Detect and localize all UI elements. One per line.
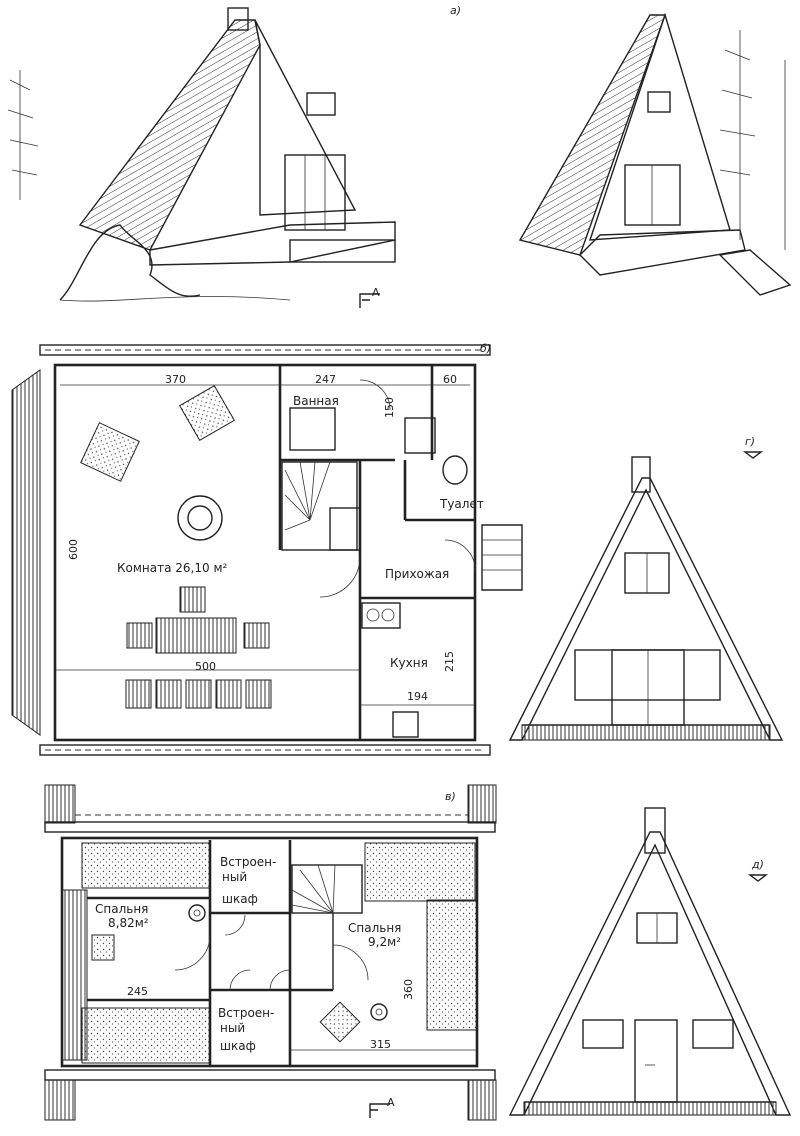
room-area-bedroom-2: 9,2м² [368,935,401,949]
ground-floor-plan: б) [11,342,523,756]
ground-line [59,296,291,302]
section-mark [369,1103,390,1118]
steps [718,249,792,296]
figure-label-d: д) [751,858,764,871]
perspective-view-right [518,12,792,296]
figure-label-v: в) [445,790,456,803]
storage-zone [364,842,476,902]
dining-table [155,617,237,654]
view-arrow-icon [747,874,769,882]
foundation [521,724,771,741]
front-elevation: г) [508,435,784,741]
dimension-370: 370 [165,373,186,386]
door-swings [319,379,476,598]
room-label-closet-2: ный [220,1021,245,1035]
room-label-closet-1: шкаф [222,892,258,906]
room-label-living: Комната 26,10 м² [117,561,227,575]
storage-zone [426,899,478,1031]
side-window [692,1019,734,1049]
round-table [177,495,223,541]
roof-slope [78,19,261,251]
perspective-view-left: A а) [7,4,461,308]
room-label-bath: Ванная [293,394,339,408]
terrace [579,229,746,276]
section-label: A [387,1096,395,1109]
room-label-bedroom-1: Спальня [95,902,148,916]
outer-walls [53,363,477,742]
side-window [582,1019,624,1049]
room-label-closet-2: Встроен- [218,1006,274,1020]
kitchen-sink [392,711,419,738]
nightstand [319,1001,361,1043]
roof-outline [508,831,792,1116]
side-roof [11,369,41,736]
view-arrow-icon [742,451,764,459]
section-label: A [372,286,380,299]
chimney [631,456,651,493]
dimension-600: 600 [67,539,80,560]
dimension-315: 315 [370,1038,391,1051]
room-label-toilet: Туалет [439,497,484,511]
bench [125,679,272,709]
gable-wall [589,12,731,241]
section-mark [359,293,380,308]
rear-door [634,1019,678,1103]
dimension-150: 150 [383,397,396,418]
nightstand [91,934,115,961]
chimney [227,7,249,31]
bush [59,224,201,301]
bathtub [289,407,336,451]
terrace [149,221,396,266]
roof-outline [508,477,784,741]
toilet [442,455,468,485]
figure-label-b: б) [480,342,491,355]
dimension-60: 60 [443,373,457,386]
rear-elevation: д) [508,807,792,1116]
dimension-194: 194 [407,690,428,703]
glass-door [624,164,681,226]
door-swings [174,914,369,991]
dimension-360: 360 [402,979,415,1000]
chimney [644,807,666,854]
window [647,91,671,113]
lamp [370,1003,388,1021]
dimension-245: 245 [127,985,148,998]
room-area-bedroom-1: 8,82м² [108,916,149,930]
dimension-500: 500 [195,660,216,673]
room-label-kitchen: Кухня [390,656,428,670]
armchair [178,384,236,442]
dimension-215: 215 [443,651,456,672]
lamp [188,904,206,922]
tree [719,30,786,250]
room-label-hall: Прихожая [385,567,449,581]
armchair [80,422,140,482]
figure-label-a: а) [450,4,461,17]
room-label-closet-2: шкаф [220,1039,256,1053]
room-label-closet-1: ный [222,870,247,884]
room-label-closet-1: Встроен- [220,855,276,869]
foundation [523,1101,777,1116]
storage-zone [81,842,211,889]
roof-slope [518,14,666,256]
room-label-bedroom-2: Спальня [348,921,401,935]
dimension-247: 247 [315,373,336,386]
upper-floor-plan: в) Спальня 8,82м² Спальня 9,2м² Встрое [44,784,497,1121]
chair [179,586,206,613]
figure-label-g: г) [745,435,755,448]
storage-zone [81,1007,211,1064]
sink [404,417,436,454]
window-band [574,649,721,701]
tree [7,70,39,200]
stove [361,602,401,629]
gable-wall [254,19,357,216]
entrance-steps [481,524,523,591]
chair [126,622,153,649]
glass-door [284,154,346,231]
staircase [281,461,361,551]
window [306,92,336,116]
chair [243,622,270,649]
staircase [291,864,363,990]
